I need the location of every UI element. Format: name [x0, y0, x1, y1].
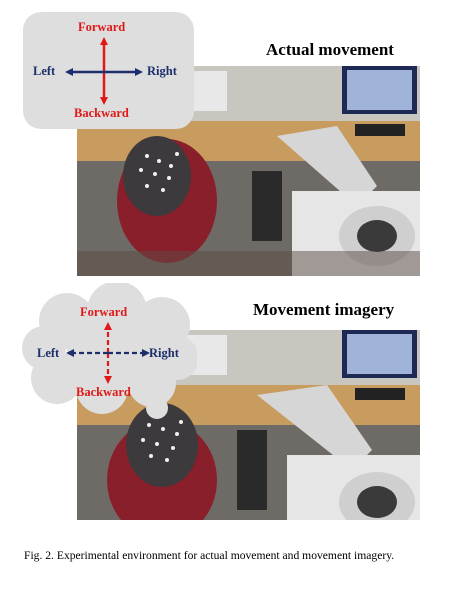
bottom-backward-label: Backward [76, 385, 131, 399]
movement-imagery-arrows [66, 322, 150, 384]
bottom-right-label: Right [149, 346, 179, 360]
movement-imagery-thought-cloud [22, 283, 197, 419]
actual-movement-arrows [65, 37, 143, 105]
actual-movement-photo [77, 66, 420, 276]
actual-movement-direction-box [23, 12, 194, 129]
bottom-left-label: Left [37, 346, 60, 360]
bottom-forward-label: Forward [80, 305, 128, 319]
top-left-label: Left [33, 64, 56, 78]
actual-movement-title: Actual movement [266, 40, 394, 59]
top-right-label: Right [147, 64, 177, 78]
top-forward-label: Forward [78, 20, 126, 34]
figure-caption: Fig. 2. Experimental environment for act… [24, 549, 395, 562]
movement-imagery-title: Movement imagery [253, 300, 395, 319]
top-backward-label: Backward [74, 106, 129, 120]
